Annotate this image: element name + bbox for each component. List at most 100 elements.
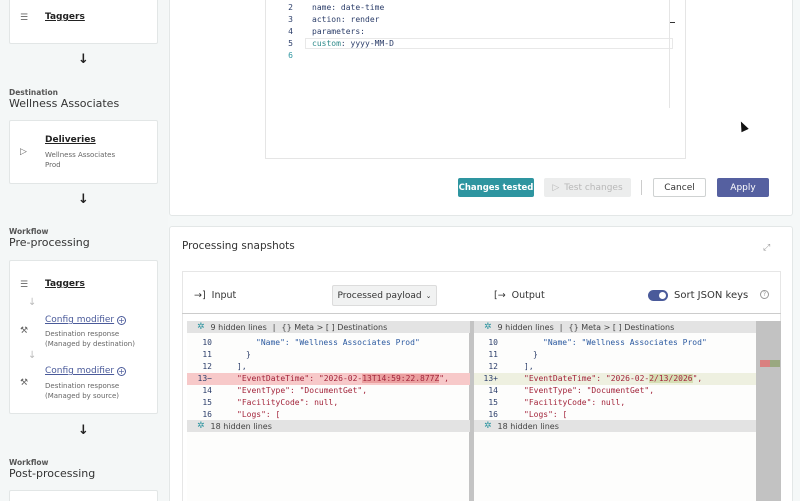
fold-hidden-lines[interactable]: ✲ 18 hidden lines (474, 420, 756, 432)
deliveries-sub-line1: Wellness Associates (45, 151, 116, 159)
code-line: ], (237, 362, 247, 371)
taggers-link[interactable]: Taggers (45, 12, 85, 22)
code-line: "EventType": "DocumentGet", (524, 386, 655, 395)
overview-added-marker (770, 360, 780, 367)
list-icon: ☰ (20, 280, 29, 290)
divider (641, 180, 642, 195)
pre-taggers-link[interactable]: Taggers (45, 279, 85, 289)
add-circle-icon[interactable]: + (117, 367, 126, 376)
help-icon[interactable]: ? (760, 290, 769, 299)
line-number: 3 (288, 15, 293, 24)
preprocessing-label: Workflow (9, 227, 49, 236)
line-number: 2 (288, 3, 293, 12)
taggers-card (9, 0, 158, 44)
line-number: 16 (488, 410, 498, 419)
code-line: name: date-time (312, 3, 385, 12)
diff-overview-scrollbar[interactable] (756, 321, 781, 501)
code-line: parameters: (312, 27, 365, 36)
code-line: "Logs": [ (524, 410, 568, 419)
deliveries-card (9, 120, 158, 184)
code-line: } (246, 350, 251, 359)
arrow-down-icon: ↓ (28, 297, 37, 308)
postprocessing-card (9, 490, 158, 501)
line-number: 11 (202, 350, 212, 359)
expand-icon[interactable]: ⤢ (763, 243, 771, 253)
payload-select[interactable]: Processed payload⌄ (332, 285, 437, 306)
sort-json-toggle[interactable] (648, 290, 668, 301)
postprocessing-label: Workflow (9, 458, 49, 467)
code-line: "EventDateTime": "2026-02-13T14:59:22.87… (237, 374, 449, 383)
unfold-icon: ✲ (197, 322, 205, 332)
chevron-down-icon: ⌄ (425, 291, 432, 300)
breadcrumb: {} Meta > [ ] Destinations (568, 322, 675, 332)
list-icon: ☰ (20, 13, 29, 23)
preprocessing-title: Pre-processing (9, 236, 90, 249)
divider (182, 313, 781, 314)
fold-hidden-lines[interactable]: ✲ 18 hidden lines (187, 420, 470, 432)
line-number: 13− (197, 374, 212, 383)
modifier-sub-line2: (Managed by destination) (45, 340, 135, 348)
line-number: 12 (488, 362, 498, 371)
test-changes-button[interactable]: ▷Test changes (544, 178, 631, 197)
snapshots-title: Processing snapshots (182, 240, 295, 252)
hammer-icon: ⚒ (20, 326, 29, 336)
code-line: "EventType": "DocumentGet", (237, 386, 368, 395)
code-line: "Name": "Wellness Associates Prod" (256, 338, 420, 347)
code-line: } (533, 350, 538, 359)
code-editor[interactable] (265, 0, 686, 159)
line-number: 15 (488, 398, 498, 407)
destination-title: Wellness Associates (9, 97, 120, 110)
overview-removed-marker (760, 360, 770, 367)
config-modifier-link[interactable]: Config modifier (45, 366, 115, 376)
code-line: "FacilityCode": null, (524, 398, 626, 407)
output-header: [→Output (494, 290, 545, 301)
deliveries-link[interactable]: Deliveries (45, 135, 96, 145)
breadcrumb: {} Meta > [ ] Destinations (281, 322, 388, 332)
arrow-down-icon: ↓ (78, 52, 89, 67)
line-number: 15 (202, 398, 212, 407)
line-number: 12 (202, 362, 212, 371)
destination-label: Destination (9, 88, 58, 97)
modifier-sub-line1: Destination response (45, 330, 120, 338)
modifier-sub-line1: Destination response (45, 382, 120, 390)
arrow-down-icon: ↓ (28, 350, 37, 361)
sort-json-label: Sort JSON keys (674, 290, 749, 301)
line-number: 10 (488, 338, 498, 347)
cancel-button[interactable]: Cancel (653, 178, 706, 197)
code-line: "EventDateTime": "2026-02-2/13/2026", (524, 374, 703, 383)
unfold-icon: ✲ (484, 322, 492, 332)
line-number: 14 (202, 386, 212, 395)
fold-hidden-lines[interactable]: ✲ 9 hidden lines | {} Meta > [ ] Destina… (187, 321, 470, 333)
preprocessing-card (9, 260, 158, 414)
code-line: custom: yyyy-MM-D (312, 39, 394, 48)
diff-input-pane (187, 321, 470, 501)
line-number: 4 (288, 27, 293, 36)
send-icon: ▷ (20, 147, 27, 157)
line-number: 16 (202, 410, 212, 419)
apply-button[interactable]: Apply (717, 178, 769, 197)
code-line: "FacilityCode": null, (237, 398, 339, 407)
deliveries-sub-line2: Prod (45, 161, 61, 169)
fold-hidden-lines[interactable]: ✲ 9 hidden lines | {} Meta > [ ] Destina… (474, 321, 756, 333)
config-modifier-link[interactable]: Config modifier (45, 315, 115, 325)
line-number: 14 (488, 386, 498, 395)
changes-tested-badge: Changes tested (458, 178, 534, 197)
unfold-icon: ✲ (484, 421, 492, 431)
pane-splitter[interactable] (469, 321, 474, 501)
line-number: 11 (488, 350, 498, 359)
active-line-highlight (305, 38, 673, 49)
line-number: 6 (288, 51, 293, 60)
diff-output-pane (474, 321, 756, 501)
line-number: 5 (288, 39, 293, 48)
line-number: 13+ (483, 374, 498, 383)
postprocessing-title: Post-processing (9, 467, 96, 480)
arrow-down-icon: ↓ (78, 423, 89, 438)
line-number: 10 (202, 338, 212, 347)
pipeline-sidebar: ☰ Taggers ↓ Destination Wellness Associa… (0, 0, 168, 501)
text-cursor (670, 22, 675, 23)
code-line: "Name": "Wellness Associates Prod" (543, 338, 707, 347)
arrow-down-icon: ↓ (78, 192, 89, 207)
modifier-sub-line2: (Managed by source) (45, 392, 119, 400)
add-circle-icon[interactable]: + (117, 316, 126, 325)
